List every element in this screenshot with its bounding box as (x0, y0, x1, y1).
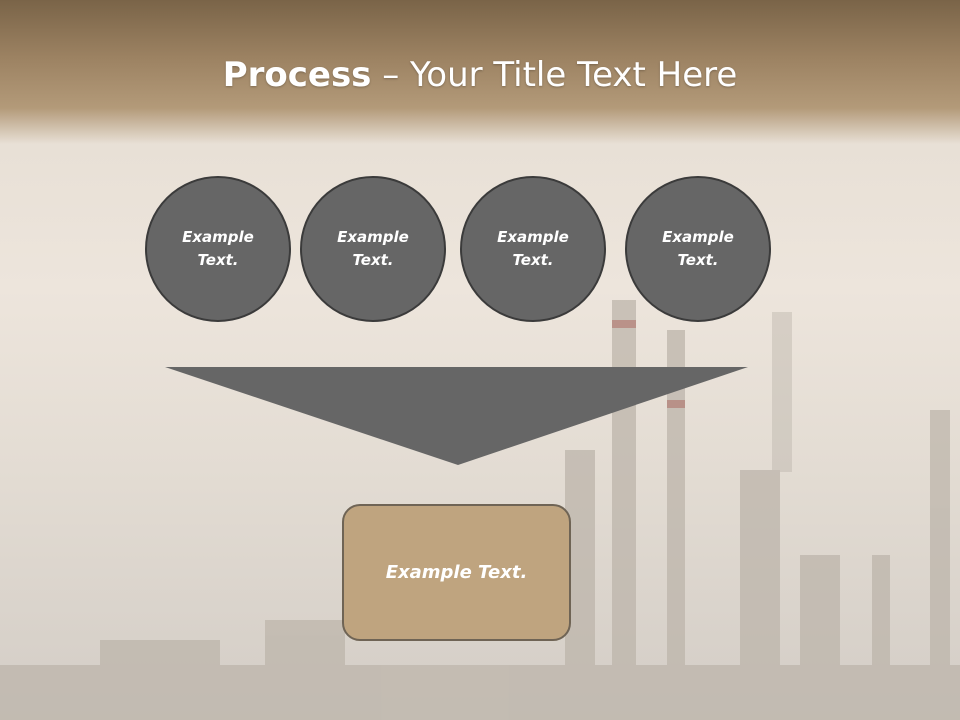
title-bold: Process (222, 55, 372, 95)
tower (872, 555, 890, 670)
funnel-arrow (165, 367, 748, 465)
title-rest: – Your Title Text Here (371, 55, 738, 95)
tower (800, 555, 840, 670)
process-circle-1: Example Text. (145, 176, 291, 322)
process-circle-text: Example Text. (337, 228, 409, 269)
process-circle-4: Example Text. (625, 176, 771, 322)
process-circle-text: Example Text. (182, 228, 254, 269)
result-box: Example Text. (342, 504, 571, 641)
result-text: Example Text. (385, 562, 528, 583)
smokestack (772, 312, 792, 472)
process-circle-2: Example Text. (300, 176, 446, 322)
smokestack (612, 300, 636, 670)
process-circle-text: Example Text. (497, 228, 569, 269)
tower (930, 410, 950, 670)
smokestack (667, 330, 685, 670)
process-circle-text: Example Text. (662, 228, 734, 269)
tower (740, 470, 780, 670)
building (265, 620, 345, 670)
slide-title: Process – Your Title Text Here (0, 52, 960, 98)
funnel-arrow-shape (165, 367, 748, 465)
ground (0, 665, 960, 720)
process-circle-3: Example Text. (460, 176, 606, 322)
